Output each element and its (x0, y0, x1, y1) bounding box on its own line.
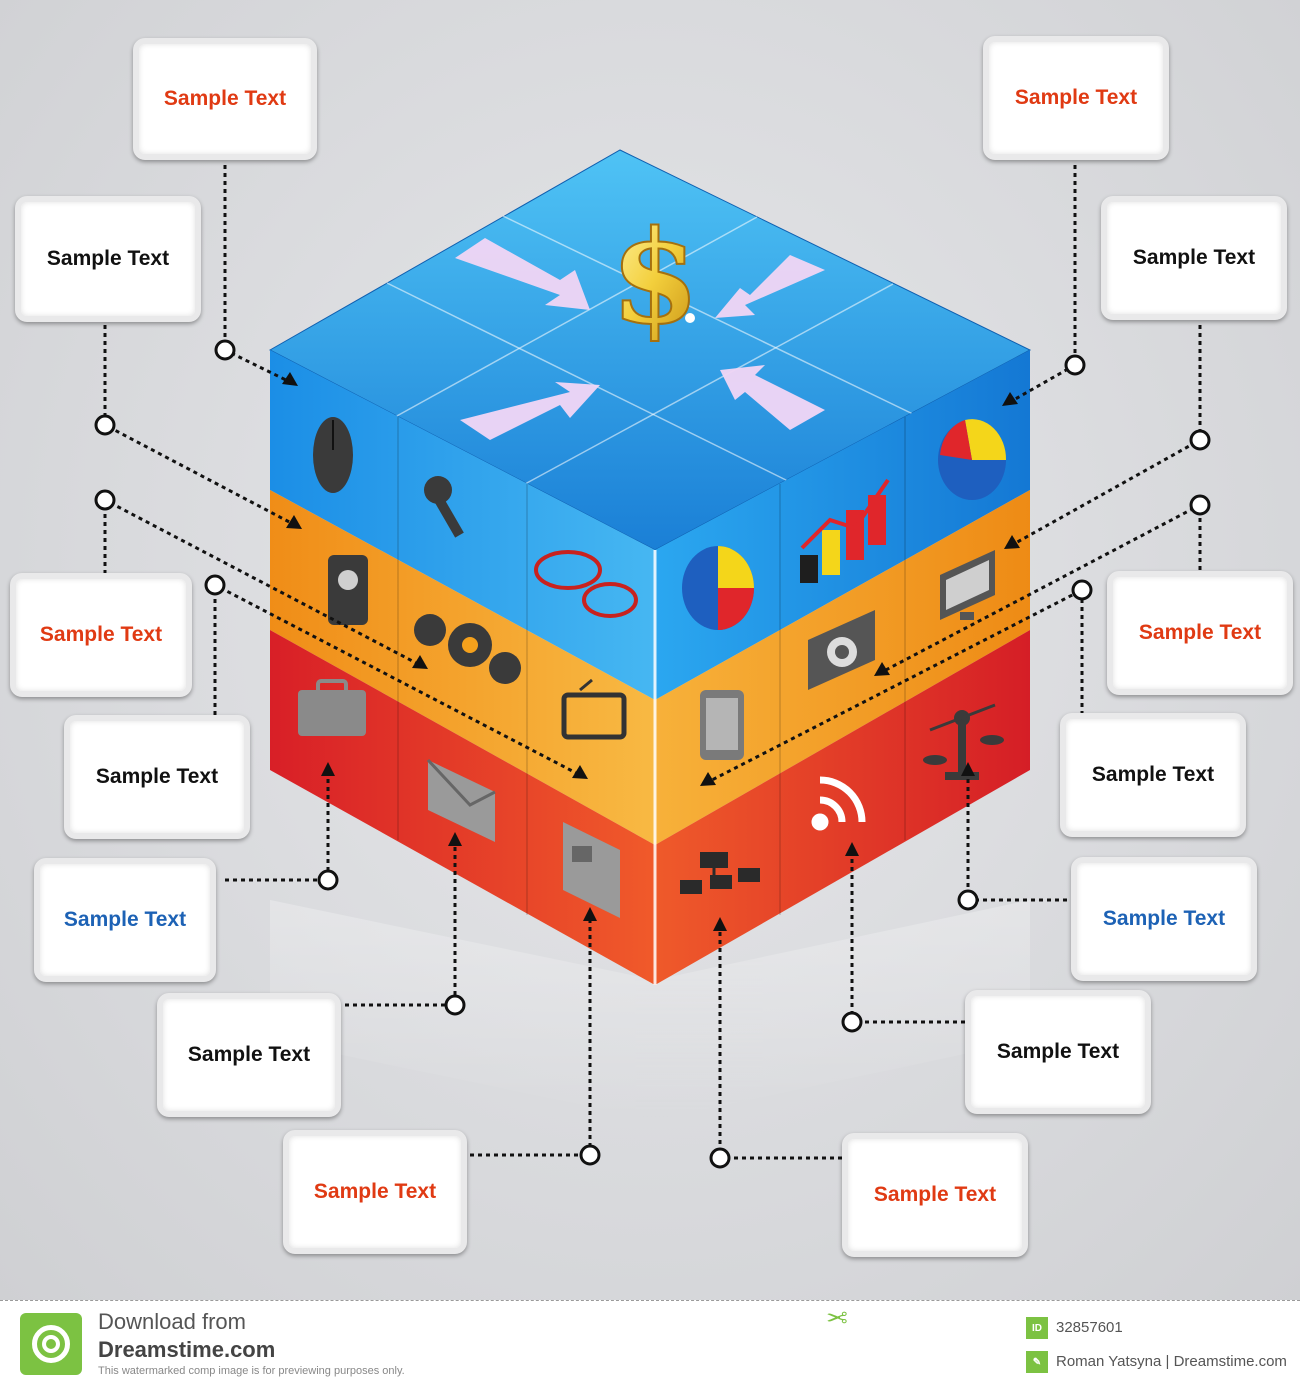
briefcase-icon (298, 679, 366, 736)
camera-icon (808, 610, 875, 690)
gears-icon (414, 614, 521, 684)
callout-text: Sample Text (996, 1040, 1120, 1063)
callout-box: Sample Text (983, 36, 1169, 160)
dollar-icon: $ (609, 202, 700, 354)
callout-text: Sample Text (1132, 246, 1256, 269)
dreamstime-logo-icon (20, 1313, 82, 1375)
monitor-icon (940, 550, 995, 620)
envelope-icon (426, 758, 496, 842)
callout-box: Sample Text (842, 1133, 1028, 1257)
callout-text: Sample Text (313, 1180, 437, 1203)
pie-chart-icon (938, 419, 1007, 500)
image-id: 32857601 (1056, 1319, 1123, 1336)
callout-text: Sample Text (63, 908, 187, 931)
id-badge: ID (1026, 1317, 1048, 1339)
callout-box: Sample Text (34, 858, 216, 982)
callout-box: Sample Text (15, 196, 201, 322)
callout-box: Sample Text (10, 573, 192, 697)
scissors-icon: ✂ (826, 1302, 848, 1332)
cube-top-grid (386, 215, 918, 485)
speech-bubbles-icon (534, 550, 638, 618)
callout-box: Sample Text (1107, 571, 1293, 695)
hard-drive-icon (328, 555, 368, 625)
callout-text: Sample Text (163, 87, 287, 110)
callout-text: Sample Text (873, 1183, 997, 1206)
callout-text: Sample Text (187, 1043, 311, 1066)
right-face-red-tier (655, 630, 1030, 985)
author-icon: ✎ (1026, 1351, 1048, 1373)
arrow-icon (715, 255, 825, 318)
callout-box: Sample Text (1101, 196, 1287, 320)
download-label: Download from (98, 1309, 246, 1334)
watermark-footer: Download from Dreamstime.com This waterm… (0, 1300, 1300, 1390)
callout-text: Sample Text (95, 765, 219, 788)
rss-icon (811, 776, 866, 831)
arrow-icon (720, 365, 825, 430)
left-face-blue-tier (270, 350, 655, 700)
callout-box: Sample Text (283, 1130, 467, 1254)
callout-box: Sample Text (1060, 713, 1246, 837)
svg-text:$: $ (610, 203, 699, 353)
callout-box: Sample Text (1071, 857, 1257, 981)
callout-text: Sample Text (1138, 621, 1262, 644)
org-chart-icon (680, 852, 760, 894)
connector-nodes (94, 339, 1211, 1169)
callout-text: Sample Text (39, 623, 163, 646)
callout-box: Sample Text (965, 990, 1151, 1114)
pie-chart-icon (682, 546, 754, 630)
callout-text: Sample Text (1091, 763, 1215, 786)
site-link[interactable]: Dreamstime.com (98, 1337, 276, 1362)
arrow-icon (460, 382, 600, 440)
connector-arrowheads (282, 372, 1020, 931)
cube-diagram: $ (94, 149, 1211, 1169)
callout-text: Sample Text (46, 247, 170, 270)
diagram-stage: $ (0, 0, 1300, 1300)
bar-chart-icon (800, 478, 890, 583)
callout-box: Sample Text (64, 715, 250, 839)
mouse-icon (313, 417, 353, 493)
arrow-icon (455, 238, 590, 310)
document-icon (563, 822, 620, 918)
callout-box: Sample Text (133, 38, 317, 160)
microphone-icon (424, 476, 464, 538)
author-credit[interactable]: Roman Yatsyna | Dreamstime.com (1056, 1353, 1287, 1370)
tv-icon (561, 678, 627, 740)
callout-text: Sample Text (1102, 907, 1226, 930)
callout-text: Sample Text (1014, 86, 1138, 109)
callout-box: Sample Text (157, 993, 341, 1117)
watermark-notice: This watermarked comp image is for previ… (98, 1365, 405, 1377)
tablet-icon (700, 690, 744, 760)
top-arrows (455, 238, 825, 440)
